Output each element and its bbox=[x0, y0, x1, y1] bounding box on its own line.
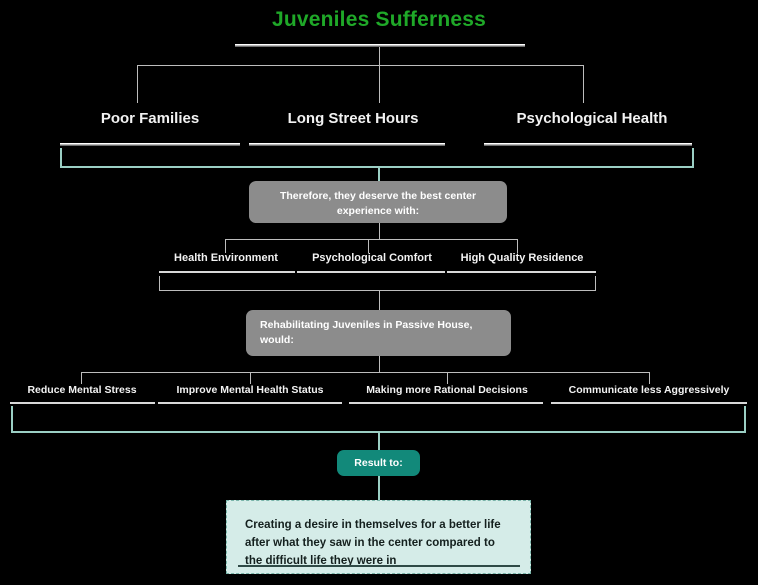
needs-collector-right-riser bbox=[595, 276, 596, 290]
needs-collector-stem bbox=[379, 290, 380, 310]
outcome-node-reduce-mental-stress: Reduce Mental Stress bbox=[27, 384, 137, 396]
cause-node-long-street-hours-bar bbox=[249, 143, 445, 146]
cause-node-psychological-health-bar bbox=[484, 143, 692, 146]
outcomes-drop-line-1 bbox=[81, 372, 82, 384]
final-outcome-underline bbox=[238, 565, 520, 567]
needs-collector-left-riser bbox=[159, 276, 160, 290]
outcome-node-communicate-less-aggressively: Communicate less Aggressively bbox=[568, 384, 730, 396]
outcomes-collector-stem bbox=[378, 431, 380, 450]
cause-node-poor-families: Poor Families bbox=[100, 110, 200, 127]
causes-drop-line-1 bbox=[137, 65, 138, 103]
outcomes-collector-left-riser bbox=[11, 406, 13, 432]
outcomes-drop-line-4 bbox=[649, 372, 650, 384]
process-1-stem-connector bbox=[379, 223, 380, 239]
causes-collector-stem bbox=[378, 166, 380, 184]
outcome-node-making-more-rational-decisions: Making more Rational Decisions bbox=[366, 384, 528, 396]
needs-drop-line-1 bbox=[225, 239, 226, 253]
causes-drop-line-3 bbox=[583, 65, 584, 103]
needs-distributor-line bbox=[225, 239, 517, 240]
outcomes-drop-line-2 bbox=[250, 372, 251, 384]
title-stem-connector bbox=[379, 47, 380, 65]
causes-drop-line-2 bbox=[379, 65, 380, 103]
causes-collector-line bbox=[60, 166, 694, 168]
need-node-psychological-comfort: Psychological Comfort bbox=[312, 252, 432, 264]
causes-collector-left-riser bbox=[60, 148, 62, 166]
needs-drop-line-3 bbox=[517, 239, 518, 253]
cause-node-poor-families-bar bbox=[60, 143, 240, 146]
outcome-node-making-more-rational-decisions-bar bbox=[349, 402, 543, 404]
need-node-high-quality-residence-bar bbox=[447, 271, 596, 273]
final-outcome-box: Creating a desire in themselves for a be… bbox=[226, 500, 531, 574]
outcome-node-communicate-less-aggressively-bar bbox=[551, 402, 747, 404]
need-node-psychological-comfort-bar bbox=[297, 271, 445, 273]
outcome-node-improve-mental-health-status-bar bbox=[158, 402, 342, 404]
cause-node-long-street-hours: Long Street Hours bbox=[287, 110, 419, 127]
result-to-pill: Result to: bbox=[337, 450, 420, 476]
need-node-health-environment: Health Environment bbox=[174, 252, 278, 264]
outcome-node-reduce-mental-stress-bar bbox=[10, 402, 155, 404]
cause-node-psychological-health: Psychological Health bbox=[516, 110, 668, 127]
needs-drop-line-2 bbox=[368, 239, 369, 253]
outcomes-drop-line-3 bbox=[447, 372, 448, 384]
process-box-rehabilitating-juveniles: Rehabilitating Juveniles in Passive Hous… bbox=[246, 310, 511, 356]
title-underline-bar bbox=[235, 44, 525, 47]
process-2-stem-connector bbox=[379, 356, 380, 372]
outcomes-collector-right-riser bbox=[744, 406, 746, 432]
need-node-health-environment-bar bbox=[159, 271, 295, 273]
result-pill-stem-connector bbox=[378, 476, 380, 501]
causes-collector-right-riser bbox=[692, 148, 694, 166]
causes-distributor-line bbox=[137, 65, 583, 66]
needs-collector-line bbox=[159, 290, 596, 291]
outcomes-distributor-line bbox=[81, 372, 649, 373]
need-node-high-quality-residence: High Quality Residence bbox=[460, 252, 584, 264]
process-box-therefore-deserve: Therefore, they deserve the best center … bbox=[249, 181, 507, 223]
outcome-node-improve-mental-health-status: Improve Mental Health Status bbox=[176, 384, 324, 396]
page-title: Juveniles Sufferness bbox=[271, 8, 487, 31]
